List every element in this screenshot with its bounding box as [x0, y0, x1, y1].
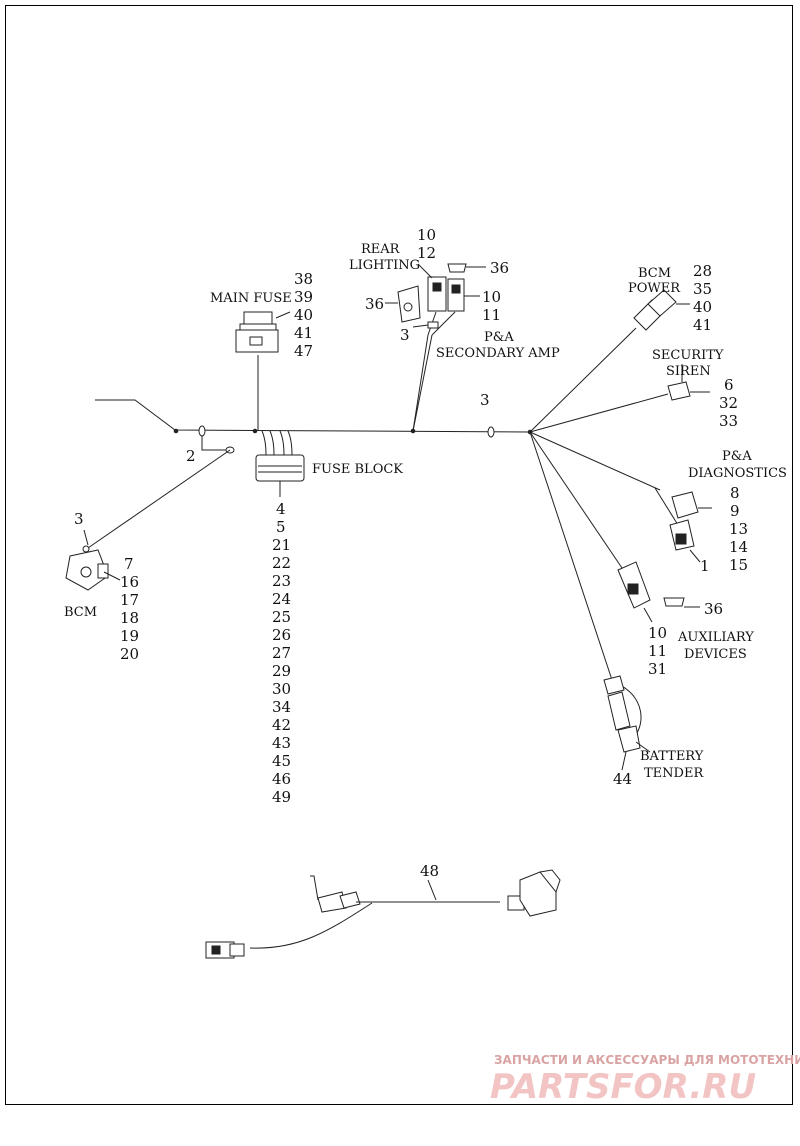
pa-diag-label-line2: DIAGNOSTICS	[688, 466, 787, 481]
bcm-callouts: 7 16 17 18 19 20	[120, 555, 139, 663]
callout: 21	[272, 536, 291, 554]
callout: 31	[648, 660, 667, 678]
pa-diag-label-line1: P&A	[722, 449, 752, 464]
aux-label-line2: DEVICES	[684, 647, 747, 662]
callout: 36	[365, 295, 384, 313]
callout: 34	[272, 698, 291, 716]
callout: 7	[124, 555, 134, 573]
bcm-label: BCM	[64, 605, 97, 620]
watermark: ЗАПЧАСТИ И АКСЕССУАРЫ ДЛЯ МОТОТЕХНИКИ PA…	[490, 1053, 800, 1107]
callout: 29	[272, 662, 291, 680]
callout: 40	[693, 298, 712, 316]
callout: 3	[74, 510, 84, 528]
battery-tender-connector[interactable]	[529, 431, 651, 771]
watermark-brand: PARTSFOR.RU	[490, 1067, 756, 1107]
diagram-frame	[5, 5, 793, 1105]
security-label-line1: SECURITY	[652, 348, 724, 363]
callout: 8	[730, 484, 740, 502]
callout: 11	[648, 642, 667, 660]
main-fuse-callouts: 38 39 40 41 47	[294, 270, 313, 360]
callout: 14	[729, 538, 748, 556]
main-fuse-label: MAIN FUSE	[210, 291, 292, 306]
callout: 36	[490, 259, 509, 277]
callout: 17	[120, 591, 139, 609]
callout: 45	[272, 752, 291, 770]
callout: 27	[272, 644, 291, 662]
callout: 23	[272, 572, 291, 590]
callout: 35	[693, 280, 712, 298]
callout-numbers: 38 39 40 41 47 10 12 36 10 11 36 3 28 35…	[74, 226, 748, 880]
battery-label-line2: TENDER	[644, 766, 704, 781]
bcm-power-label-line1: BCM	[638, 266, 671, 281]
labels: MAIN FUSE REAR LIGHTING P&A SECONDARY AM…	[64, 242, 787, 781]
callout: 30	[272, 680, 291, 698]
callout: 46	[272, 770, 291, 788]
callout: 10	[482, 288, 501, 306]
callout: 6	[724, 376, 734, 394]
callout: 47	[294, 342, 313, 360]
callout: 1	[700, 557, 710, 575]
callout: 18	[120, 609, 139, 627]
main-trunk	[95, 399, 533, 454]
callout: 42	[272, 716, 291, 734]
callout: 25	[272, 608, 291, 626]
callout: 38	[294, 270, 313, 288]
callout: 20	[120, 645, 139, 663]
callout: 3	[480, 391, 490, 409]
auxiliary-devices-connector[interactable]	[529, 431, 700, 623]
callout: 39	[294, 288, 313, 306]
callout: 32	[719, 394, 738, 412]
rear-lighting-connectors[interactable]	[385, 263, 486, 432]
callout: 2	[186, 447, 196, 465]
fuse-block-label: FUSE BLOCK	[312, 462, 403, 477]
security-siren-connector[interactable]	[529, 364, 710, 433]
callout: 49	[272, 788, 291, 806]
pa-secondary-label-line1: P&A	[484, 330, 514, 345]
fuse-block-connector[interactable]	[255, 430, 305, 497]
bcm-power-label-line2: POWER	[628, 281, 681, 296]
callout: 22	[272, 554, 291, 572]
callout: 26	[272, 626, 291, 644]
callout: 24	[272, 590, 291, 608]
callout: 36	[704, 600, 723, 618]
watermark-tagline: ЗАПЧАСТИ И АКСЕССУАРЫ ДЛЯ МОТОТЕХНИКИ	[494, 1053, 800, 1067]
callout: 15	[729, 556, 748, 574]
callout: 41	[294, 324, 313, 342]
callout: 11	[482, 306, 501, 324]
callout: 12	[417, 244, 436, 262]
pa-diagnostics-connector[interactable]	[529, 431, 712, 563]
fuse-block-callouts: 4 5 21 22 23 24 25 26 27 29 30 34 42 43 …	[272, 500, 291, 806]
rear-lighting-label-line1: REAR	[361, 242, 401, 257]
bcm-module[interactable]	[65, 449, 231, 591]
callout: 44	[613, 770, 632, 788]
callout: 13	[729, 520, 748, 538]
callout: 28	[693, 262, 712, 280]
callout: 10	[648, 624, 667, 642]
security-label-line2: SIREN	[666, 364, 711, 379]
callout: 5	[276, 518, 286, 536]
callout: 33	[719, 412, 738, 430]
rear-lighting-label-line2: LIGHTING	[349, 258, 420, 273]
battery-label-line1: BATTERY	[640, 749, 704, 764]
callout: 48	[420, 862, 439, 880]
bcm-power-connector[interactable]	[529, 289, 690, 433]
callout: 19	[120, 627, 139, 645]
callout: 10	[417, 226, 436, 244]
aux-label-line1: AUXILIARY	[677, 630, 754, 645]
callout: 43	[272, 734, 291, 752]
callout: 41	[693, 316, 712, 334]
callout: 16	[120, 573, 139, 591]
callout: 40	[294, 306, 313, 324]
pa-secondary-label-line2: SECONDARY AMP	[436, 346, 560, 361]
harness-48[interactable]	[205, 869, 561, 959]
callout: 3	[400, 326, 410, 344]
callout: 9	[730, 502, 740, 520]
main-fuse-connector[interactable]	[235, 311, 291, 431]
callout: 4	[276, 500, 286, 518]
